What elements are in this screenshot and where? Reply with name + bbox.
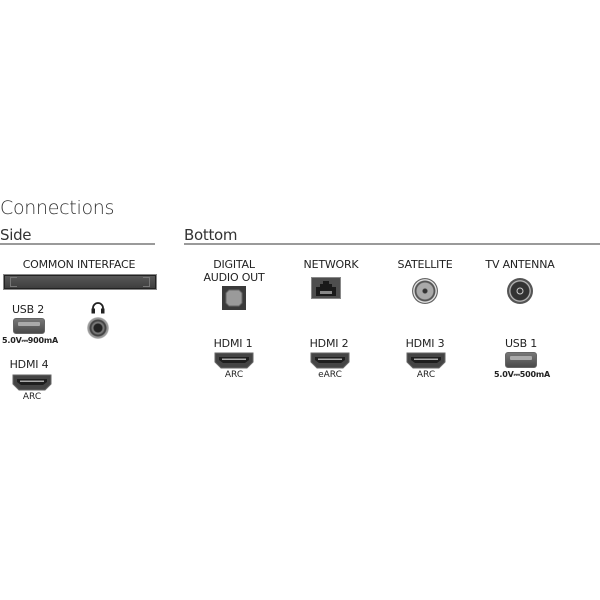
headphone-icon	[91, 302, 105, 314]
satellite-label: SATELLITE	[397, 258, 453, 271]
digital-audio-out-label-1: DIGITAL	[213, 258, 255, 271]
bottom-divider	[184, 243, 600, 245]
tv-antenna-label: TV ANTENNA	[485, 258, 555, 271]
usb1-port-icon	[505, 352, 537, 368]
hdmi2-label: HDMI 2	[309, 337, 349, 350]
usb-port-icon	[13, 318, 45, 334]
ethernet-port-icon	[311, 277, 341, 299]
hdmi3-port-icon	[406, 352, 446, 369]
usb2-spec: 5.0V⎓900mA	[2, 336, 58, 345]
hdmi3-label: HDMI 3	[405, 337, 445, 350]
hdmi2-sub: eARC	[318, 370, 342, 380]
bottom-heading: Bottom	[184, 226, 238, 244]
optical-port-icon	[222, 286, 246, 310]
hdmi1-sub: ARC	[224, 370, 244, 380]
satellite-connector-icon	[412, 278, 438, 304]
usb1-spec: 5.0V⎓500mA	[494, 370, 550, 379]
ci-slot-icon	[3, 274, 157, 290]
side-heading: Side	[0, 226, 32, 244]
hdmi2-port-icon	[310, 352, 350, 369]
audio-jack-icon	[87, 317, 109, 339]
hdmi1-label: HDMI 1	[213, 337, 253, 350]
network-label: NETWORK	[303, 258, 359, 271]
digital-audio-out-label-2: AUDIO OUT	[203, 271, 265, 284]
hdmi4-sub: ARC	[22, 392, 42, 402]
page-title: Connections	[0, 197, 115, 219]
hdmi3-sub: ARC	[416, 370, 436, 380]
hdmi-port-icon	[12, 374, 52, 391]
hdmi4-label: HDMI 4	[9, 358, 49, 371]
side-divider	[0, 243, 155, 245]
usb2-label: USB 2	[11, 303, 45, 316]
common-interface-label: COMMON INTERFACE	[22, 258, 136, 271]
hdmi1-port-icon	[214, 352, 254, 369]
antenna-connector-icon	[507, 278, 533, 304]
usb1-label: USB 1	[504, 337, 538, 350]
